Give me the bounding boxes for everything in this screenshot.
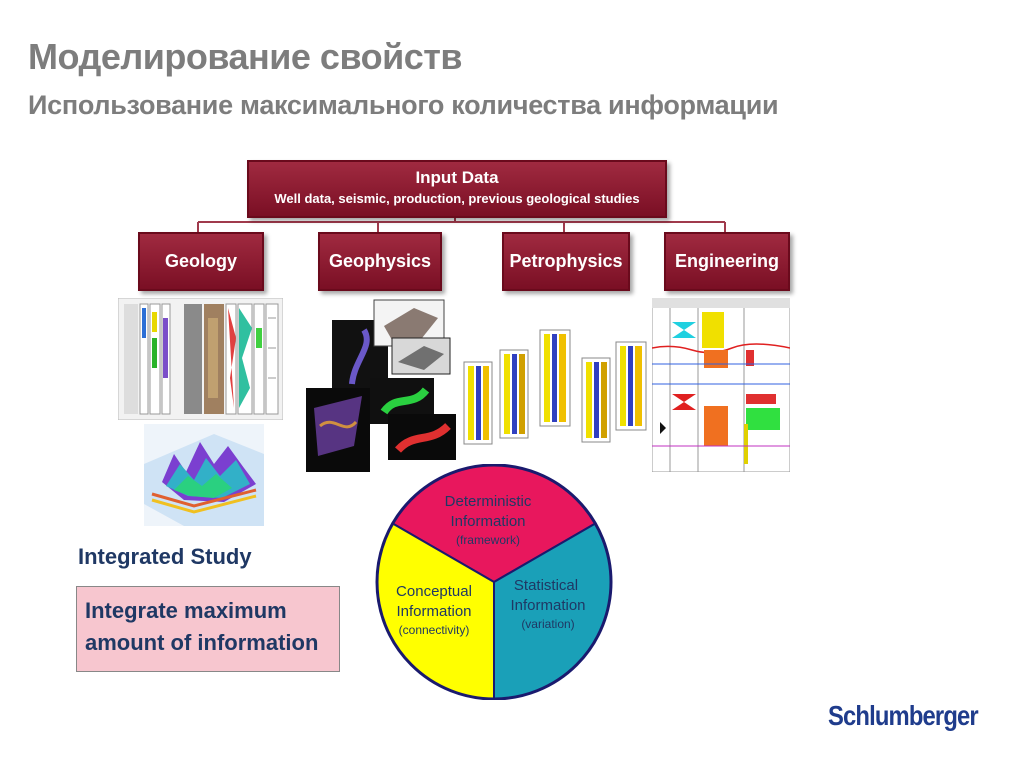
petrophysics-box: Petrophysics	[502, 232, 630, 291]
input-data-heading: Input Data	[415, 168, 499, 187]
input-data-sources: Well data, seismic, production, previous…	[274, 191, 640, 206]
deterministic-note: (framework)	[456, 533, 520, 547]
statistical-label: Statistical	[514, 577, 578, 594]
schlumberger-logo: Schlumberger	[828, 700, 979, 731]
information-wheel: Deterministic Information (framework) Co…	[375, 464, 613, 700]
page-title: Моделирование свойств	[28, 36, 463, 77]
integrated-study-box: Integrate maximum amount of information	[76, 586, 340, 672]
conceptual-note: (connectivity)	[399, 623, 470, 637]
page-subtitle: Использование максимального количества и…	[28, 90, 779, 120]
deterministic-sublabel: Information	[450, 513, 525, 530]
statistical-note: (variation)	[521, 617, 574, 631]
geophysics-seismic-images	[306, 299, 456, 472]
statistical-sublabel: Information	[510, 597, 585, 614]
geology-well-log-image	[118, 298, 283, 420]
conceptual-label: Conceptual	[396, 583, 472, 600]
geology-box: Geology	[138, 232, 264, 291]
engineering-log-image	[652, 298, 790, 472]
study-line-1: Integrate maximum	[85, 598, 287, 623]
geology-3d-model-image	[144, 424, 264, 526]
study-line-2: amount of information	[85, 630, 319, 655]
integrated-study-title: Integrated Study	[78, 544, 252, 569]
conceptual-sublabel: Information	[396, 603, 471, 620]
deterministic-label: Deterministic	[445, 493, 532, 510]
geophysics-box: Geophysics	[318, 232, 442, 291]
engineering-box: Engineering	[664, 232, 790, 291]
petrophysics-log-images	[463, 329, 647, 445]
input-data-box: Input Data Well data, seismic, productio…	[247, 160, 667, 218]
